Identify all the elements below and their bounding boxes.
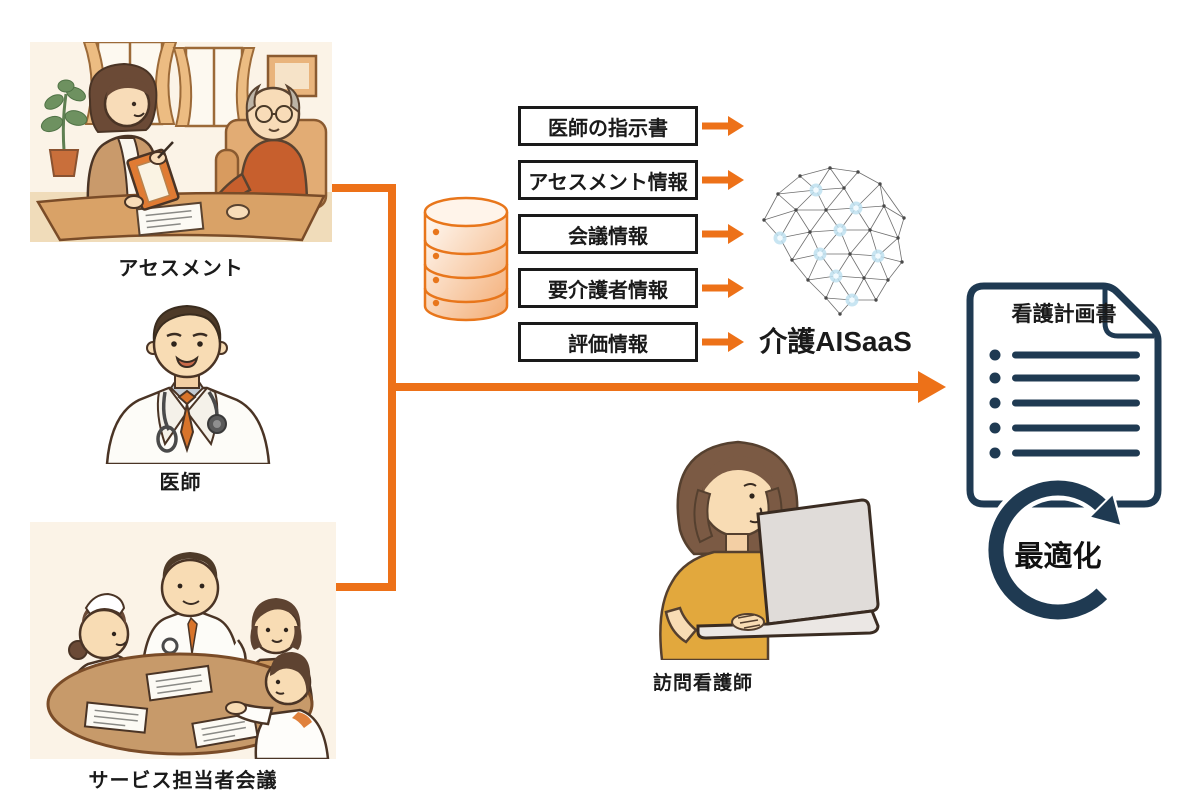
service-meeting-illustration — [30, 522, 336, 759]
paper — [135, 201, 205, 237]
meeting-papers — [83, 664, 259, 749]
ai-brain-icon — [762, 166, 906, 316]
potted-plant — [40, 79, 88, 177]
optimization-cycle-icon — [984, 476, 1124, 624]
database-icon — [423, 196, 509, 322]
stethoscope-icon — [156, 391, 227, 453]
ai-saas-label: 介護AISaaS — [759, 326, 912, 357]
doctor-illustration — [105, 304, 271, 464]
main-flow-arrowhead — [918, 371, 946, 403]
laptop-keyboard — [696, 609, 880, 640]
arrow-icon — [702, 224, 744, 244]
info-box-meeting-info: 会議情報 — [518, 214, 698, 254]
care-plan-title: 看護計画書 — [1011, 303, 1117, 326]
arrow-icon — [702, 116, 744, 136]
arrow-icon — [702, 278, 744, 298]
arrow-icon — [702, 170, 744, 190]
meeting-young-man — [225, 652, 330, 759]
visiting-nurse-illustration — [659, 440, 880, 660]
arrow-icon — [702, 332, 744, 352]
care-plan-document-icon — [966, 282, 1162, 508]
laptop-screen — [756, 498, 880, 626]
doctor-label: 医師 — [159, 472, 202, 494]
clipboard — [126, 148, 180, 211]
visiting-nurse-label: 訪問看護師 — [652, 673, 753, 694]
info-box-care-recipient-info: 要介護者情報 — [518, 268, 698, 308]
assessment-label: アセスメント — [118, 258, 244, 280]
service-meeting-label: サービス担当者会議 — [88, 770, 278, 792]
info-box-evaluation-info: 評価情報 — [518, 322, 698, 362]
assessment-illustration — [30, 42, 332, 242]
optimization-label: 最適化 — [1014, 541, 1102, 573]
info-box-assessment-info: アセスメント情報 — [518, 160, 698, 200]
info-box-doctor-orders: 医師の指示書 — [518, 106, 698, 146]
